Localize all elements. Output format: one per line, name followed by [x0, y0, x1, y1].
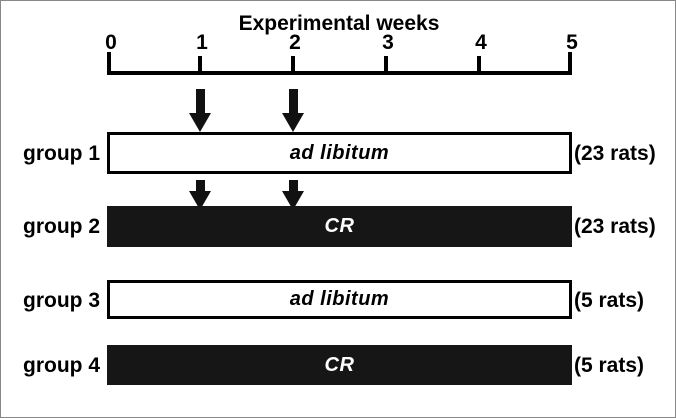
- arrow-shaft: [289, 180, 298, 194]
- intervention-arrow-week2-upper: [278, 89, 308, 132]
- arrow-head-icon: [282, 113, 304, 132]
- intervention-arrow-week1-upper: [185, 89, 215, 132]
- arrow-head-icon: [189, 191, 211, 210]
- group-label-1: group 1: [23, 142, 100, 165]
- group-bar-3: ad libitum: [107, 280, 572, 319]
- axis-tick-2: [291, 56, 295, 73]
- arrow-shaft: [289, 89, 298, 115]
- group-label-4: group 4: [23, 354, 100, 377]
- group-count-4: (5 rats): [574, 354, 645, 377]
- group-treatment-2: CR: [324, 215, 355, 237]
- figure-title: Experimental weeks: [238, 12, 440, 35]
- group-label-3: group 3: [23, 289, 100, 312]
- axis-tick-0: [107, 52, 111, 73]
- group-treatment-4: CR: [324, 353, 355, 376]
- group-count-2: (23 rats): [574, 215, 656, 238]
- axis-tick-label-3: 3: [382, 31, 394, 54]
- axis-tick-1: [198, 56, 202, 73]
- axis-tick-4: [477, 56, 481, 73]
- axis-tick-label-5: 5: [566, 31, 578, 54]
- timeline-axis: [107, 71, 572, 75]
- group-treatment-1: ad libitum: [289, 141, 390, 164]
- axis-tick-label-2: 2: [289, 31, 301, 54]
- axis-tick-5: [568, 52, 572, 73]
- group-bar-4: CR: [107, 345, 572, 385]
- group-count-1: (23 rats): [574, 142, 656, 165]
- arrow-shaft: [196, 89, 205, 115]
- arrow-shaft: [196, 180, 205, 194]
- intervention-arrow-week2-lower: [278, 180, 308, 210]
- group-bar-2: CR: [107, 206, 572, 247]
- axis-tick-label-4: 4: [475, 31, 487, 54]
- axis-tick-label-0: 0: [105, 31, 117, 54]
- intervention-arrow-week1-lower: [185, 180, 215, 210]
- arrow-head-icon: [282, 191, 304, 210]
- group-treatment-3: ad libitum: [289, 288, 390, 310]
- group-bar-1: ad libitum: [107, 132, 572, 174]
- arrow-head-icon: [189, 113, 211, 132]
- group-count-3: (5 rats): [574, 289, 645, 312]
- group-label-2: group 2: [23, 215, 100, 238]
- axis-tick-label-1: 1: [196, 31, 208, 54]
- axis-tick-3: [384, 56, 388, 73]
